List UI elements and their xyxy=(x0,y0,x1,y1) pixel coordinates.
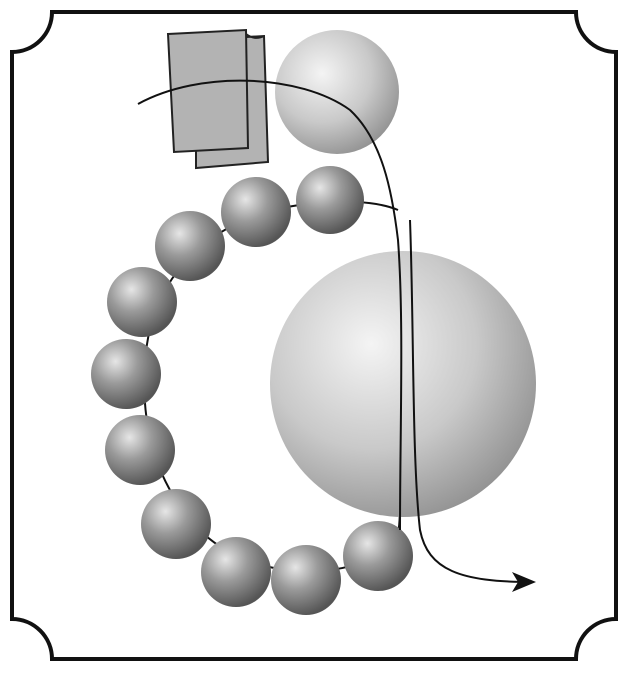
small-bead xyxy=(271,545,341,615)
small-bead xyxy=(343,521,413,591)
small-bead xyxy=(107,267,177,337)
small-bead xyxy=(91,339,161,409)
top-large-bead xyxy=(275,30,399,154)
small-bead xyxy=(105,415,175,485)
center-large-bead xyxy=(270,251,536,517)
thread-tag xyxy=(168,30,268,168)
small-bead xyxy=(155,211,225,281)
small-bead xyxy=(221,177,291,247)
small-bead xyxy=(141,489,211,559)
small-bead xyxy=(201,537,271,607)
small-bead xyxy=(296,166,364,234)
tag-front-layer xyxy=(168,30,248,152)
